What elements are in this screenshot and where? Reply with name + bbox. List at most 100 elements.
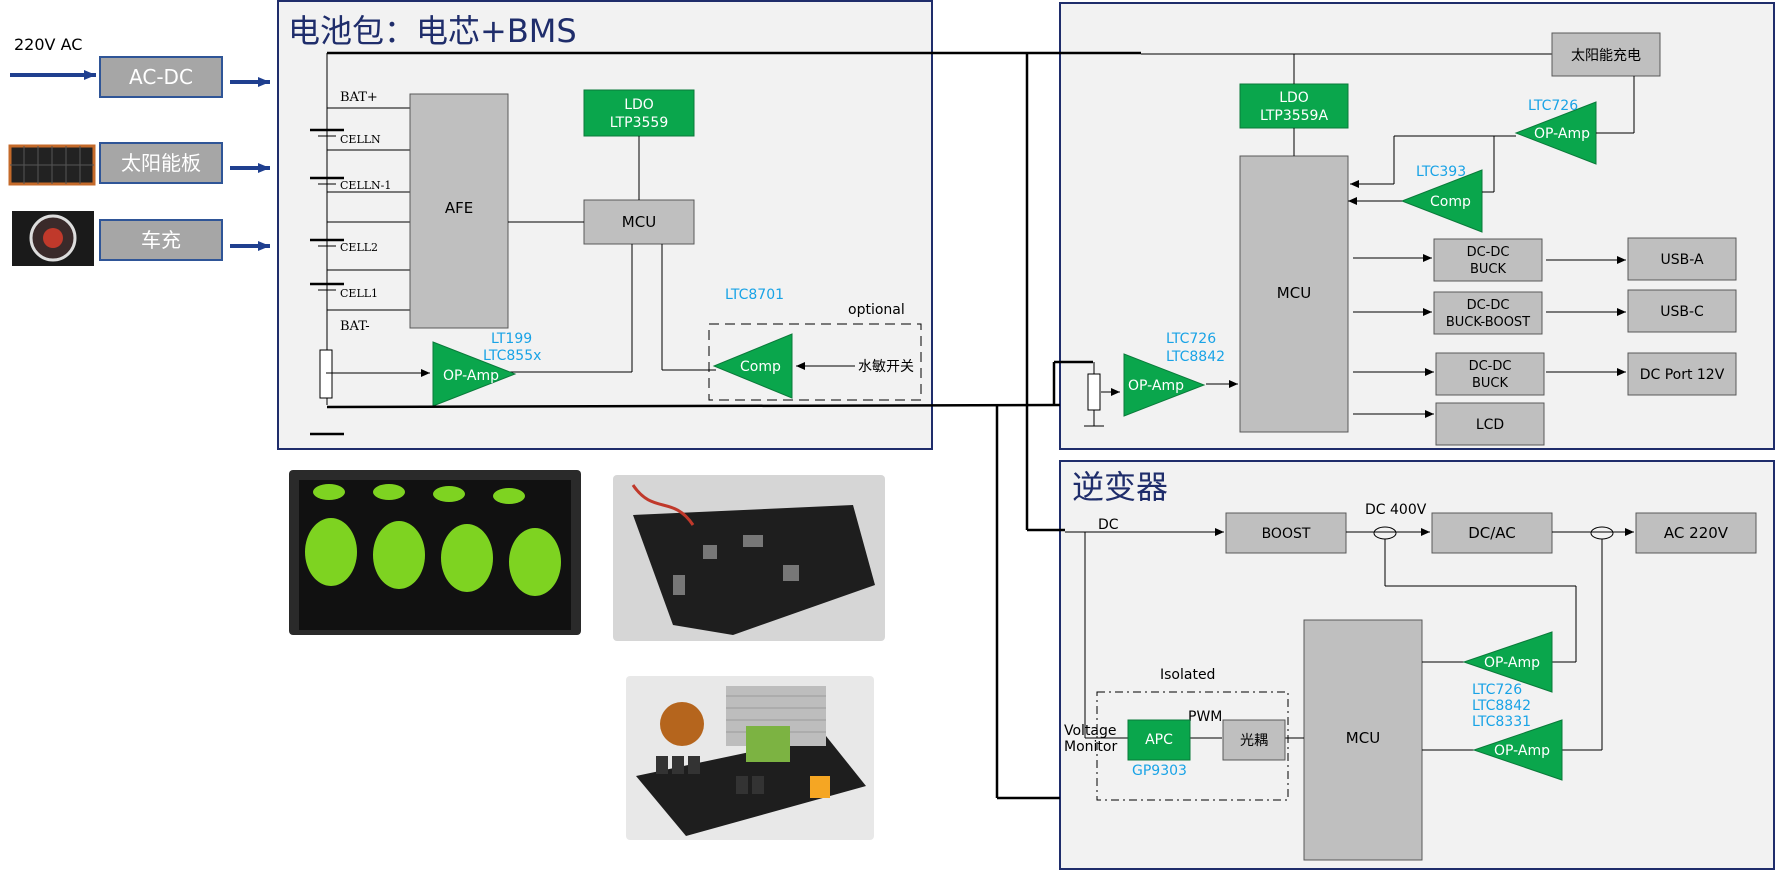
solar-charge-label: 太阳能充电 <box>1571 48 1641 64</box>
power-opamp-left <box>1123 353 1206 417</box>
car-label: 车充 <box>141 228 181 252</box>
acdc-block <box>99 56 223 98</box>
pwm-label: PWM <box>1188 709 1222 725</box>
power-comp <box>1400 169 1483 233</box>
bms-board-photo <box>613 475 885 641</box>
car-block <box>99 219 223 261</box>
optocoupler-label: 光耦 <box>1240 733 1268 749</box>
inverter-title: 逆变器 <box>1072 468 1168 506</box>
bms-opamp-part-2: LTC855x <box>483 348 541 364</box>
bms-comp-label: Comp <box>740 359 781 375</box>
power-ldo-label: LDO <box>1279 90 1309 106</box>
bms-comp <box>712 333 793 399</box>
inverter-mcu-block <box>1303 619 1423 861</box>
usbc-label: USB-C <box>1660 304 1704 320</box>
dcport-block <box>1627 352 1737 396</box>
power-wiring <box>1084 54 1635 427</box>
power-shunt <box>1087 373 1101 411</box>
ac220-block <box>1635 512 1757 554</box>
cell-2-label: CELL2 <box>340 241 378 254</box>
power-comp-part: LTC393 <box>1416 164 1466 180</box>
bms-opamp <box>432 341 517 407</box>
lcd-label: LCD <box>1476 417 1504 433</box>
ac-input-label: 220V AC <box>14 35 82 54</box>
power-mcu-block <box>1239 155 1349 433</box>
dcdc-buck-1-line2: BUCK <box>1470 262 1507 277</box>
inverter-opamp-1 <box>1462 631 1553 693</box>
dcdc-buckboost-line1: DC-DC <box>1467 298 1510 313</box>
apc-block <box>1127 719 1191 761</box>
water-switch-label: 水敏开关 <box>858 359 914 375</box>
power-ldo-part: LTP3559A <box>1260 108 1328 124</box>
cell-stack-wiring <box>310 53 410 436</box>
inverter-opamp-part-2: LTC8842 <box>1472 698 1531 714</box>
dcdc-buckboost-line2: BUCK-BOOST <box>1446 315 1530 330</box>
bms-ldo-block <box>583 89 695 137</box>
apc-label: APC <box>1145 732 1173 748</box>
inverter-opamp-1-label: OP-Amp <box>1484 655 1540 671</box>
power-opamp-left-part-2: LTC8842 <box>1166 349 1225 365</box>
power-ldo-block <box>1239 83 1349 129</box>
afe-label: AFE <box>445 199 473 217</box>
inverter-opamp-2-label: OP-Amp <box>1494 743 1550 759</box>
power-comp-label: Comp <box>1430 194 1471 210</box>
ac220-label: AC 220V <box>1664 524 1729 542</box>
bms-wiring <box>326 136 855 377</box>
bms-ldo-label: LDO <box>624 97 654 113</box>
solar-charge-block <box>1551 32 1661 77</box>
cell-n-label: CELLN <box>340 133 381 146</box>
dc-label: DC <box>1098 517 1119 533</box>
bat-minus-label: BAT- <box>340 319 370 334</box>
boost-block <box>1225 512 1347 554</box>
isolated-box <box>1096 691 1289 801</box>
main-bus <box>326 51 1552 800</box>
battery-pack-photo <box>289 470 581 635</box>
bms-ldo-part: LTP3559 <box>610 115 669 131</box>
bat-plus-label: BAT+ <box>340 90 378 105</box>
solar-label: 太阳能板 <box>121 151 201 175</box>
voltage-monitor-line1: Voltage <box>1064 723 1117 739</box>
power-opamp-left-label: OP-Amp <box>1128 378 1184 394</box>
power-opamp-left-part-1: LTC726 <box>1166 331 1216 347</box>
dcdc-buckboost-block <box>1433 291 1543 335</box>
usba-block <box>1627 237 1737 281</box>
power-mcu-label: MCU <box>1277 284 1311 302</box>
inverter-opamp-2 <box>1472 719 1563 781</box>
dcport-label: DC Port 12V <box>1640 367 1725 383</box>
power-opamp-top-label: OP-Amp <box>1534 126 1590 142</box>
usba-label: USB-A <box>1660 252 1703 268</box>
boost-label: BOOST <box>1262 526 1311 542</box>
isolated-label: Isolated <box>1160 667 1215 683</box>
shunt-resistor <box>319 349 333 399</box>
bms-comp-part: LTC8701 <box>725 287 784 303</box>
dcdc-buck-2-line1: DC-DC <box>1469 359 1512 374</box>
inverter-opamp-part-1: LTC726 <box>1472 682 1522 698</box>
lcd-block <box>1435 402 1545 446</box>
cell-1-label: CELL1 <box>340 287 378 300</box>
voltage-monitor-line2: Monitor <box>1064 739 1117 755</box>
dcdc-buck-2-block <box>1435 352 1545 396</box>
optional-box <box>708 323 922 401</box>
inverter-mcu-label: MCU <box>1346 729 1380 747</box>
usbc-block <box>1627 289 1737 333</box>
dcdc-buck-2-line2: BUCK <box>1472 376 1509 391</box>
acdc-label: AC-DC <box>129 65 193 89</box>
bms-mcu-block <box>583 199 695 245</box>
power-opamp-top-part: LTC726 <box>1528 98 1578 114</box>
dcdc-buck-1-line1: DC-DC <box>1467 245 1510 260</box>
solar-block <box>99 142 223 184</box>
apc-part: GP9303 <box>1132 763 1187 779</box>
bms-opamp-part-1: LT199 <box>491 331 532 347</box>
optocoupler-block <box>1222 719 1286 761</box>
cell-n1-label: CELLN-1 <box>340 179 391 192</box>
inverter-board-photo <box>626 676 874 840</box>
dcac-label: DC/AC <box>1468 524 1516 542</box>
solar-grid-icon <box>10 146 94 184</box>
afe-block <box>409 93 509 329</box>
bms-mcu-label: MCU <box>622 213 656 231</box>
optional-label: optional <box>848 302 905 318</box>
inverter-opamp-part-3: LTC8331 <box>1472 714 1531 730</box>
dcac-block <box>1431 512 1553 554</box>
dcdc-buck-1-block <box>1433 238 1543 282</box>
